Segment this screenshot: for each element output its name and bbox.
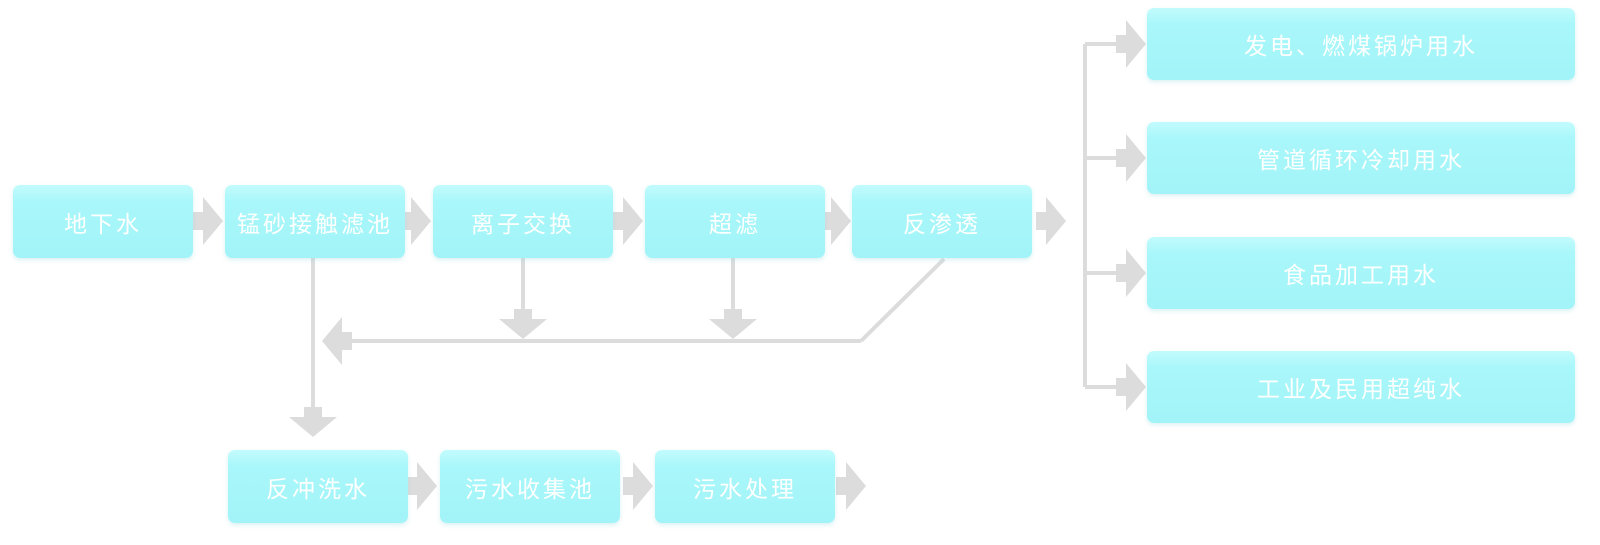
node-backwash-water: 反冲洗水: [228, 450, 408, 523]
arrow-right-icon: [1036, 197, 1066, 245]
arrow-down-icon: [709, 309, 757, 339]
arrow-right-icon: [401, 197, 431, 245]
arrow-down-icon: [499, 309, 547, 339]
arrow-right-icon: [623, 462, 653, 510]
line-reverse-osmosis-drain-diagonal: [859, 257, 946, 343]
node-ultrafiltration: 超滤: [645, 185, 825, 258]
arrow-right-icon: [1116, 134, 1146, 182]
arrow-right-icon: [836, 462, 866, 510]
arrow-left-icon: [322, 317, 352, 365]
node-groundwater: 地下水: [13, 185, 193, 258]
node-sewage-collection-tank: 污水收集池: [440, 450, 620, 523]
node-pipeline-cooling-water: 管道循环冷却用水: [1147, 122, 1575, 194]
arrow-right-icon: [1116, 249, 1146, 297]
node-ion-exchange: 离子交换: [433, 185, 613, 258]
arrow-right-icon: [193, 197, 223, 245]
arrow-right-icon: [613, 197, 643, 245]
node-manganese-sand-filter: 锰砂接触滤池: [225, 185, 405, 258]
arrow-right-icon: [1116, 20, 1146, 68]
node-reverse-osmosis: 反渗透: [852, 185, 1032, 258]
arrow-right-icon: [407, 462, 437, 510]
node-food-processing-water: 食品加工用水: [1147, 237, 1575, 309]
node-power-boiler-water: 发电、燃煤锅炉用水: [1147, 8, 1575, 80]
arrow-down-icon: [289, 407, 337, 437]
node-ultrapure-water: 工业及民用超纯水: [1147, 351, 1575, 423]
arrow-right-icon: [1116, 363, 1146, 411]
node-sewage-treatment: 污水处理: [655, 450, 835, 523]
arrow-right-icon: [821, 197, 851, 245]
